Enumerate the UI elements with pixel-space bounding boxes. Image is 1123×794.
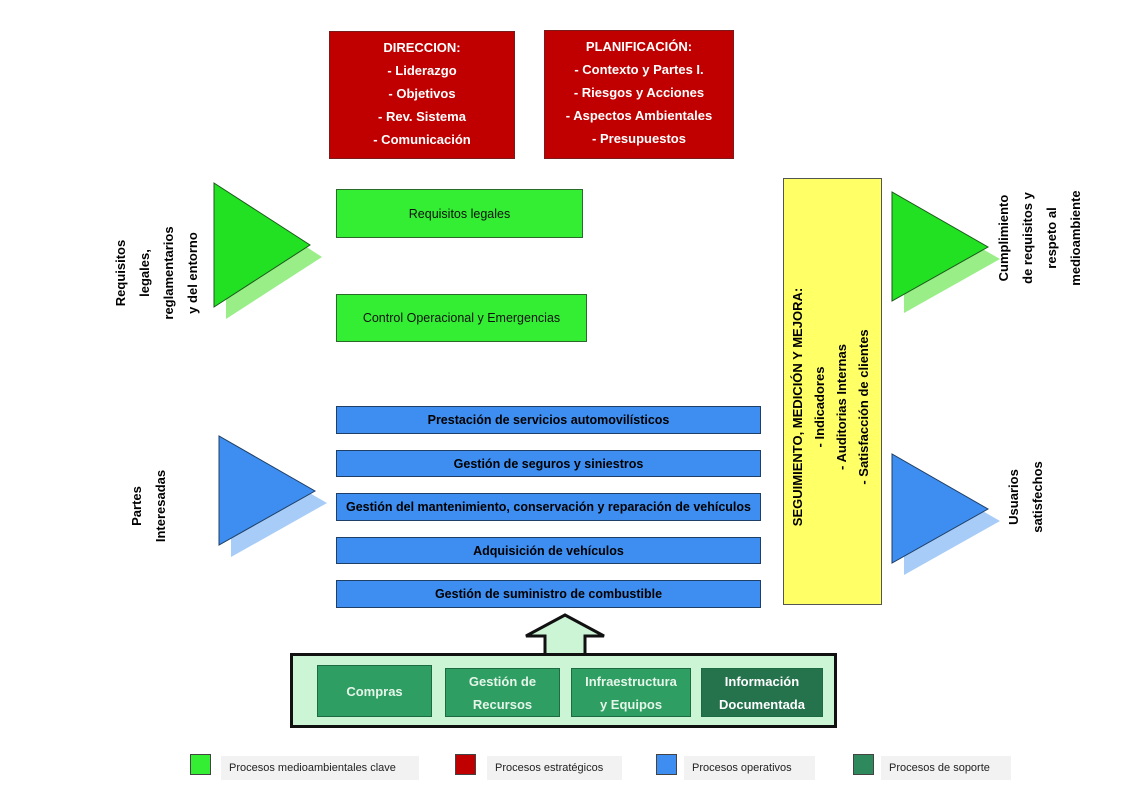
operational-process-box: Gestión de suministro de combustible: [336, 580, 761, 608]
legend-swatch-estrategico: [455, 754, 476, 775]
seguimiento-item: - Auditorias Internas: [834, 344, 849, 470]
legend-label: Procesos estratégicos: [487, 756, 622, 780]
direccion-item: - Liderazgo: [387, 63, 457, 78]
seguimiento-text: SEGUIMIENTO, MEDICIÓN Y MEJORA: - Indica…: [787, 207, 877, 607]
label-line: de requisitos y: [1020, 192, 1035, 284]
control-operacional-box: Control Operacional y Emergencias: [336, 294, 587, 342]
direccion-item: - Objetivos: [388, 86, 456, 101]
seguimiento-title: SEGUIMIENTO, MEDICIÓN Y MEJORA:: [790, 287, 805, 527]
label-line: respeto al: [1044, 207, 1059, 269]
support-label: Compras: [346, 683, 403, 699]
legend-label: Procesos medioambientales clave: [221, 756, 419, 780]
operational-process-box: Gestión del mantenimiento, conservación …: [336, 493, 761, 521]
support-box-infraestructura: Infraestructura y Equipos: [571, 668, 691, 717]
planificacion-item: - Aspectos Ambientales: [565, 108, 713, 123]
label-line: Interesadas: [153, 469, 168, 543]
green-output-triangle: [891, 191, 990, 302]
label-line: y del entorno: [185, 232, 200, 314]
partes-input-label: Partes Interesadas: [125, 446, 175, 566]
seguimiento-box: [783, 178, 882, 605]
green-input-triangle: [213, 182, 311, 308]
planificacion-item: - Riesgos y Acciones: [573, 85, 705, 100]
requisitos-legales-box: Requisitos legales: [336, 189, 583, 238]
label-line: Partes: [129, 486, 144, 526]
label-line: Cumplimiento: [996, 194, 1011, 282]
legend-swatch-operativo: [656, 754, 677, 775]
label-line: Usuarios: [1006, 469, 1021, 525]
support-up-arrow: [525, 613, 605, 658]
support-label: Gestión de: [468, 673, 537, 689]
blue-input-triangle: [218, 435, 317, 546]
legend-label: Procesos operativos: [684, 756, 815, 780]
support-label: Recursos: [472, 696, 533, 712]
direccion-item: - Rev. Sistema: [378, 109, 466, 124]
legend-swatch-ambiental: [190, 754, 211, 775]
requisitos-input-label: Requisitos legales, reglamentarios y del…: [109, 198, 209, 348]
support-label: Infraestructura: [585, 673, 677, 689]
support-box-recursos: Gestión de Recursos: [445, 668, 560, 717]
seguimiento-item: - Satisfacción de clientes: [856, 329, 871, 485]
support-label: Información: [724, 673, 800, 689]
support-label: y Equipos: [599, 696, 663, 712]
planificacion-item: - Presupuestos: [592, 131, 686, 146]
operational-process-box: Prestación de servicios automovilísticos: [336, 406, 761, 434]
support-box-compras: Compras: [317, 665, 432, 717]
seguimiento-item: - Indicadores: [812, 366, 827, 448]
label-line: medioambiente: [1068, 190, 1083, 286]
direccion-box: DIRECCION: - Liderazgo - Objetivos - Rev…: [329, 31, 515, 159]
direccion-title: DIRECCION:: [383, 40, 461, 55]
legend-swatch-soporte: [853, 754, 874, 775]
support-label: Documentada: [719, 696, 805, 712]
label-line: Requisitos: [113, 239, 128, 307]
planificacion-title: PLANIFICACIÓN:: [585, 39, 693, 54]
direccion-item: - Comunicación: [373, 132, 471, 147]
label-line: satisfechos: [1030, 461, 1045, 533]
cumplimiento-output-label: Cumplimiento de requisitos y respeto al …: [992, 173, 1092, 303]
operational-process-box: Gestión de seguros y siniestros: [336, 450, 761, 477]
planificacion-item: - Contexto y Partes I.: [574, 62, 704, 77]
usuarios-output-label: Usuarios satisfechos: [1002, 447, 1052, 547]
label-line: legales,: [137, 249, 152, 297]
operational-process-box: Adquisición de vehículos: [336, 537, 761, 564]
planificacion-box: PLANIFICACIÓN: - Contexto y Partes I. - …: [544, 30, 734, 159]
legend-label: Procesos de soporte: [881, 756, 1011, 780]
label-line: reglamentarios: [161, 226, 176, 320]
blue-output-triangle: [891, 453, 990, 564]
